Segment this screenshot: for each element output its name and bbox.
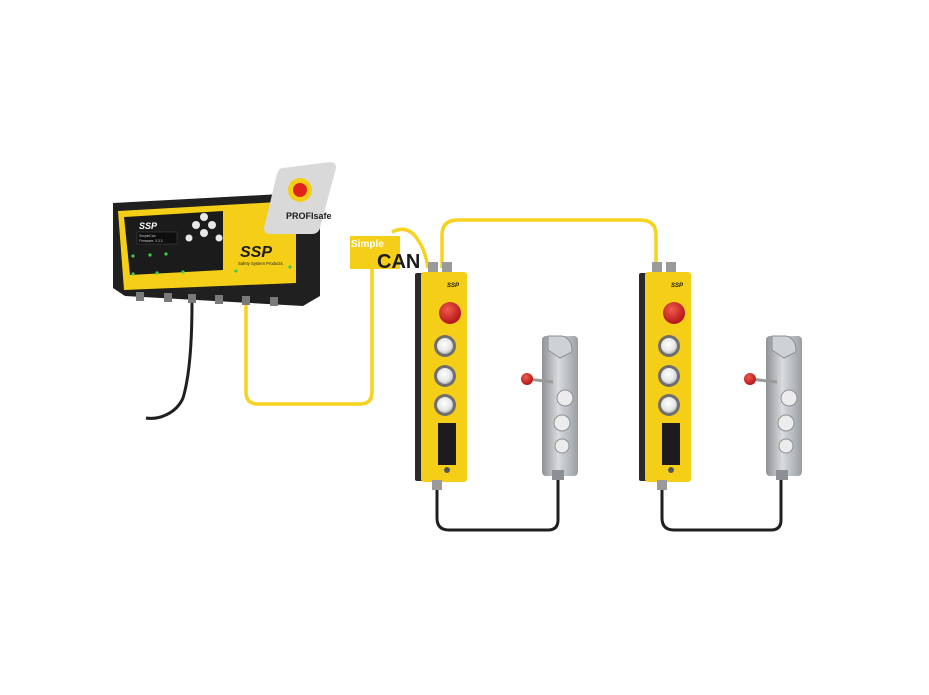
lock1-button-1[interactable] [556, 389, 574, 407]
lock1-connector [552, 470, 564, 480]
station1-top-connector-left [428, 262, 438, 276]
lock2-button-1[interactable] [780, 389, 798, 407]
simplecan-label: Simple CAN [350, 236, 420, 273]
station1-key-icon [444, 467, 450, 473]
lock1-button-2[interactable] [553, 414, 571, 432]
controller-brand-tagline: Safety System Products [238, 261, 283, 266]
can-cable-station1 [391, 227, 430, 269]
station1-emergency-stop[interactable] [439, 302, 461, 324]
simplecan-label-bg [350, 236, 400, 269]
profisafe-dot-icon [293, 183, 307, 197]
controller: SSP SimpleCan Firmware: 3.3.3 SSP Safety… [113, 193, 320, 306]
lock-cable-1 [435, 478, 560, 532]
controller-status-leds [131, 252, 292, 276]
lock-cable-2 [660, 478, 783, 532]
station2-status-panel [662, 423, 680, 465]
lock2-body [766, 336, 802, 476]
station2-top-connector-left [652, 262, 662, 276]
lock2-release-knob[interactable] [744, 373, 756, 385]
nav-left-button[interactable] [192, 221, 200, 229]
controller-screen-line2: Firmware: 3.3.3 [139, 239, 163, 243]
controller-nav-pad [185, 213, 223, 242]
station2-button-2[interactable] [661, 368, 677, 384]
lock1-button-3[interactable] [554, 438, 570, 454]
station1-button-3[interactable] [437, 397, 453, 413]
lock1-release-knob[interactable] [521, 373, 533, 385]
controller-connectors [136, 292, 278, 306]
nav-enter-button[interactable] [215, 234, 223, 242]
station2-bottom-connector [657, 480, 667, 490]
station1-button-1[interactable] [437, 338, 453, 354]
controller-brand-small: SSP [139, 221, 158, 231]
station1-button-2[interactable] [437, 368, 453, 384]
controller-screen-line1: SimpleCan [139, 234, 156, 238]
station1-brand: SSP [447, 283, 460, 289]
station2-button-1[interactable] [661, 338, 677, 354]
lock2-latch [771, 335, 797, 359]
station2-emergency-stop[interactable] [663, 302, 685, 324]
controller-display [136, 231, 178, 245]
station2-key-icon [668, 467, 674, 473]
cables [145, 218, 783, 532]
lock2-button-3[interactable] [778, 438, 794, 454]
can-cable-station-link [440, 218, 658, 268]
profisafe-badge: PROFIsafe [264, 162, 336, 234]
nav-back-button[interactable] [185, 234, 193, 242]
nav-right-button[interactable] [208, 221, 216, 229]
simplecan-name: CAN [377, 251, 420, 273]
lock2-connector [776, 470, 788, 480]
station1-bottom-connector [432, 480, 442, 490]
control-station-1: SSP [415, 262, 467, 490]
lock1-body [542, 336, 578, 476]
power-cable [145, 301, 194, 420]
controller-brand: SSP [240, 244, 272, 261]
control-station-2: SSP [639, 262, 691, 490]
can-cable-controller [244, 268, 374, 406]
safety-lock-1 [521, 335, 578, 480]
station2-top-connector-right [666, 262, 676, 276]
station2-brand: SSP [671, 283, 684, 289]
station1-top-connector-right [442, 262, 452, 276]
nav-up-button[interactable] [200, 213, 208, 221]
station2-button-3[interactable] [661, 397, 677, 413]
lock2-button-2[interactable] [777, 414, 795, 432]
profisafe-label: PROFIsafe [286, 211, 332, 221]
nav-down-button[interactable] [200, 229, 208, 237]
station1-status-panel [438, 423, 456, 465]
simplecan-prefix: Simple [351, 239, 384, 250]
safety-lock-2 [744, 335, 802, 480]
lock1-latch [547, 335, 573, 359]
station2-buttons [658, 335, 680, 416]
station1-buttons [434, 335, 456, 416]
